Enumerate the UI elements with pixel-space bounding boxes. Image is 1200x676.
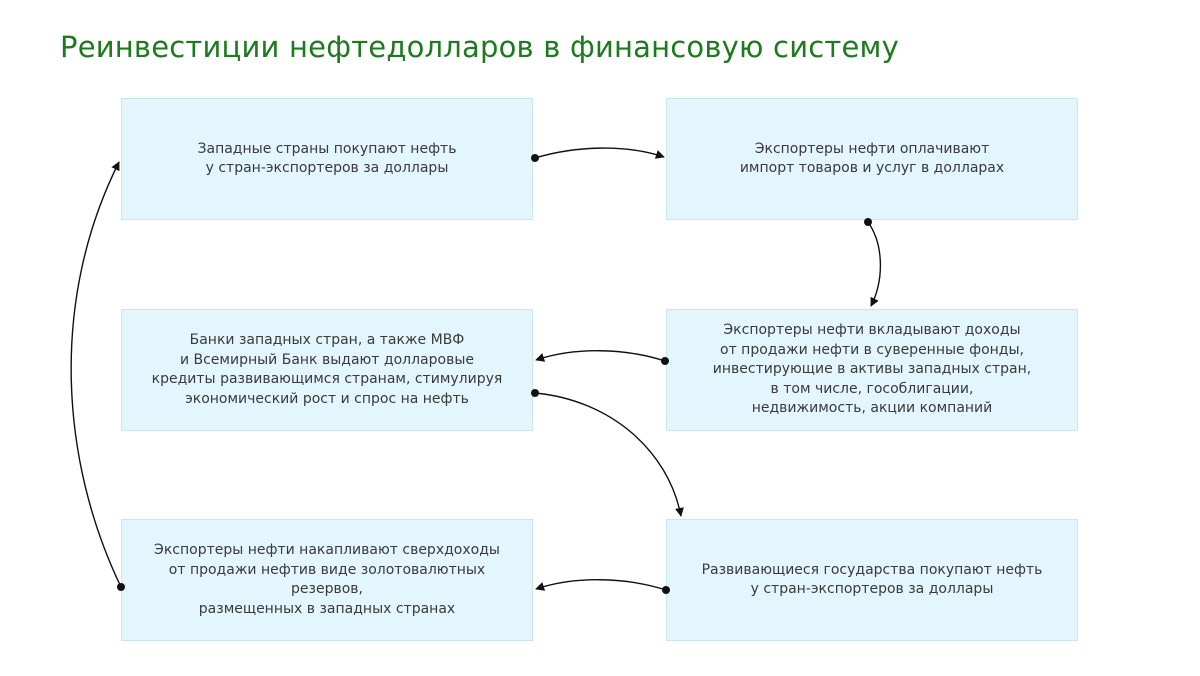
box-western-buy-oil: Западные страны покупают нефть у стран-э… bbox=[121, 98, 533, 220]
box-text: Экспортеры нефти накапливают сверхдоходы… bbox=[154, 542, 500, 617]
box-exporters-pay-imports: Экспортеры нефти оплачивают импорт товар… bbox=[666, 98, 1078, 220]
connector-invest-to-banks bbox=[535, 350, 669, 365]
connector-accumulate-to-western bbox=[70, 161, 125, 591]
box-text: Западные страны покупают нефть у стран-э… bbox=[197, 140, 457, 177]
box-exporters-accumulate: Экспортеры нефти накапливают сверхдоходы… bbox=[121, 519, 533, 641]
box-developing-buy-oil: Развивающиеся государства покупают нефть… bbox=[666, 519, 1078, 641]
connector-pay-imports-to-invest bbox=[864, 218, 882, 307]
box-text: Экспортеры нефти оплачивают импорт товар… bbox=[739, 140, 1005, 177]
box-exporters-invest: Экспортеры нефти вкладывают доходы от пр… bbox=[666, 309, 1078, 431]
connector-developing-to-accumulate bbox=[535, 579, 670, 594]
connector-banks-to-developing bbox=[531, 389, 684, 517]
box-text: Банки западных стран, а также МВФ и Всем… bbox=[151, 332, 503, 407]
box-text: Экспортеры нефти вкладывают доходы от пр… bbox=[712, 322, 1032, 417]
box-banks-issue-loans: Банки западных стран, а также МВФ и Всем… bbox=[121, 309, 533, 431]
page-title: Реинвестиции нефтедолларов в финансовую … bbox=[60, 30, 899, 64]
box-text: Развивающиеся государства покупают нефть… bbox=[701, 561, 1043, 598]
connector-western-to-pay-imports bbox=[531, 147, 665, 162]
